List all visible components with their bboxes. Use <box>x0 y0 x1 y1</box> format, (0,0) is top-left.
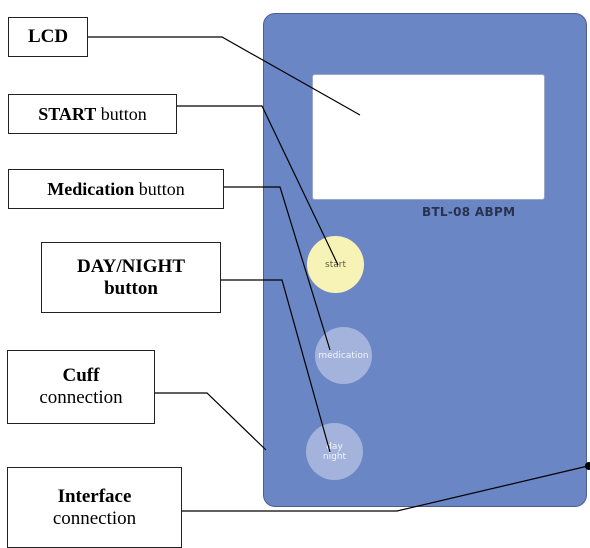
interface-callout: Interface connection <box>7 467 182 548</box>
medication-callout: Medication button <box>8 169 224 209</box>
lcd-callout: LCD <box>8 17 88 57</box>
start-callout-bold: START <box>38 104 97 124</box>
daynight-callout-bold2: button <box>104 277 158 299</box>
model-label: BTL-08 ABPM <box>422 205 516 219</box>
start-button[interactable]: start <box>307 236 364 293</box>
medication-callout-bold: Medication <box>47 179 135 199</box>
interface-port-dot <box>585 462 590 470</box>
lcd-callout-text: LCD <box>27 26 69 47</box>
daynight-callout: DAY/NIGHT button <box>41 242 221 313</box>
interface-callout-normal: connection <box>52 507 137 529</box>
lcd-screen <box>312 74 545 200</box>
interface-leader-line <box>182 465 589 512</box>
start-callout: START button <box>8 94 177 134</box>
lcd-leader-line <box>88 36 361 116</box>
cuff-leader-line <box>155 392 267 451</box>
daynight-leader-line <box>221 279 331 453</box>
interface-callout-bold: Interface <box>57 485 132 507</box>
start-callout-normal: button <box>96 104 147 124</box>
daynight-callout-bold: DAY/NIGHT <box>76 255 186 277</box>
cuff-callout: Cuff connection <box>7 350 155 424</box>
day-night-button[interactable]: day night <box>306 423 363 480</box>
cuff-callout-bold: Cuff <box>62 365 100 386</box>
medication-leader-line <box>224 186 331 351</box>
start-leader-line <box>177 105 339 266</box>
medication-button[interactable]: medication <box>315 327 372 384</box>
cuff-callout-normal: connection <box>39 387 123 408</box>
medication-callout-normal: button <box>134 179 185 199</box>
